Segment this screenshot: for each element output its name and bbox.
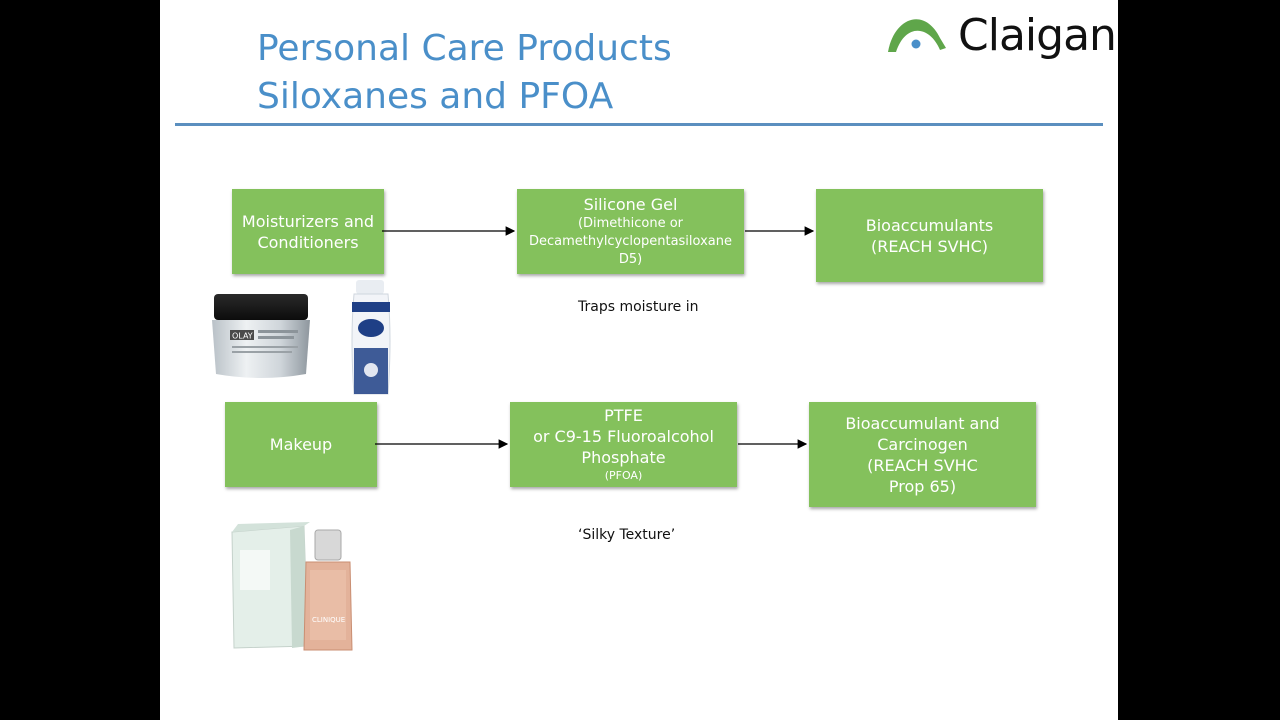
silicone-gel-box: Silicone Gel (Dimethicone or Decamethylc…: [517, 189, 744, 274]
slide: Personal Care Products Siloxanes and PFO…: [160, 0, 1118, 720]
box-label: Conditioners: [257, 232, 359, 252]
caption-traps-moisture: Traps moisture in: [578, 299, 699, 315]
box-label: Makeup: [269, 435, 333, 454]
box-label: (REACH SVHC): [871, 236, 988, 256]
box-label: Bioaccumulants: [865, 215, 994, 235]
box-label: Prop 65): [888, 476, 957, 496]
clinique-brand-text: CLINIQUE: [312, 616, 345, 624]
slide-title-line-1: Personal Care Products: [257, 28, 672, 69]
clinique-foundation-image: CLINIQUE: [231, 522, 353, 651]
box-label: Carcinogen: [877, 434, 968, 454]
box-detail: (PFOA): [604, 469, 643, 482]
logo-wordmark: Claigan: [958, 10, 1117, 61]
box-detail: Decamethylcyclopentasiloxane D5): [529, 234, 732, 267]
caption-silky-texture: ‘Silky Texture’: [578, 527, 676, 543]
title-divider: [175, 123, 1103, 126]
makeup-box: Makeup: [225, 402, 377, 487]
box-label: or C9-15 Fluoroalcohol: [533, 427, 714, 446]
bioaccumulants-box: Bioaccumulants (REACH SVHC): [816, 189, 1043, 282]
box-label: PTFE: [604, 406, 643, 425]
claigan-logo-swoosh-icon: [888, 19, 946, 52]
bioaccumulant-carcinogen-box: Bioaccumulant and Carcinogen (REACH SVHC…: [809, 402, 1036, 507]
box-label: Bioaccumulant and: [845, 413, 1000, 433]
moisturizers-conditioners-box: Moisturizers and Conditioners: [232, 189, 384, 274]
box-label: (REACH SVHC: [867, 455, 978, 475]
shampoo-bottle-image: [351, 280, 391, 395]
olay-cream-jar-image: OLAY: [212, 294, 310, 378]
box-label: Moisturizers and: [241, 211, 375, 231]
claigan-logo: Claigan: [884, 8, 1117, 62]
box-label: Silicone Gel: [583, 195, 678, 214]
box-label: Phosphate: [581, 448, 666, 467]
slide-title-line-2: Siloxanes and PFOA: [257, 76, 614, 117]
ptfe-box: PTFE or C9-15 Fluoroalcohol Phosphate (P…: [510, 402, 737, 487]
box-detail: (Dimethicone or: [577, 216, 684, 231]
olay-brand-text: OLAY: [232, 332, 253, 341]
